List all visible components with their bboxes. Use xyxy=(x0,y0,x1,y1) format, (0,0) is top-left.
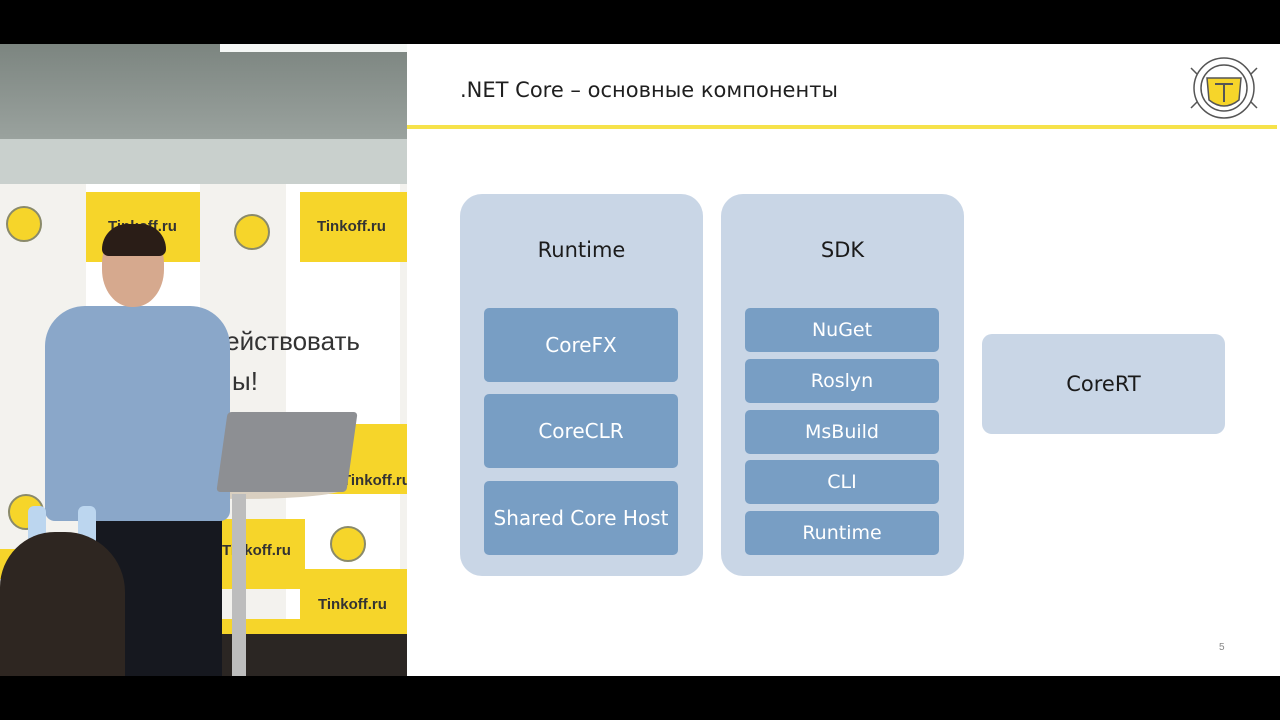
banner-brand-text: Tinkoff.ru xyxy=(318,596,387,613)
banner-brand-text: Tinkoff.ru xyxy=(342,472,407,489)
tinkoff-emblem-icon xyxy=(1187,54,1261,127)
runtime-group-label: Runtime xyxy=(537,238,626,262)
corert-box: CoreRT xyxy=(982,334,1225,434)
tinkoff-emblem-icon xyxy=(234,214,270,250)
tinkoff-emblem-icon xyxy=(6,206,42,242)
speaker-table-leg xyxy=(232,494,246,676)
cli-box: CLI xyxy=(745,460,939,504)
banner-slogan-line2: ы! xyxy=(232,366,258,396)
ceiling xyxy=(0,44,407,139)
banner-yellow-square xyxy=(215,519,305,589)
corefx-box: CoreFX xyxy=(484,308,678,382)
wall xyxy=(0,139,407,189)
banner-brand-text: Tinkoff.ru xyxy=(317,218,386,235)
roslyn-box: Roslyn xyxy=(745,359,939,403)
sdk-runtime-box: Runtime xyxy=(745,511,939,555)
speaker-video: Tinkoff.ru Tinkoff.ru действовать ы! Tin… xyxy=(0,44,407,676)
sdk-group-label: SDK xyxy=(820,238,865,262)
audience-head xyxy=(0,532,125,676)
msbuild-box: MsBuild xyxy=(745,410,939,454)
shared-core-host-box: Shared Core Host xyxy=(484,481,678,555)
banner-slogan-line1: действовать xyxy=(210,326,360,356)
coreclr-box: CoreCLR xyxy=(484,394,678,468)
ceiling-light xyxy=(220,44,407,52)
speaker-hair xyxy=(102,224,166,256)
presentation-slide: .NET Core – основные компоненты Runtime … xyxy=(407,44,1280,676)
nuget-box: NuGet xyxy=(745,308,939,352)
slide-page-number: 5 xyxy=(1219,642,1225,653)
banner-yellow-square xyxy=(300,569,407,639)
laptop xyxy=(216,412,358,492)
title-underline xyxy=(407,125,1277,129)
slide-title: .NET Core – основные компоненты xyxy=(460,78,839,102)
speaker-body xyxy=(45,306,230,521)
tinkoff-emblem-icon xyxy=(330,526,366,562)
banner-yellow-square xyxy=(300,192,407,262)
